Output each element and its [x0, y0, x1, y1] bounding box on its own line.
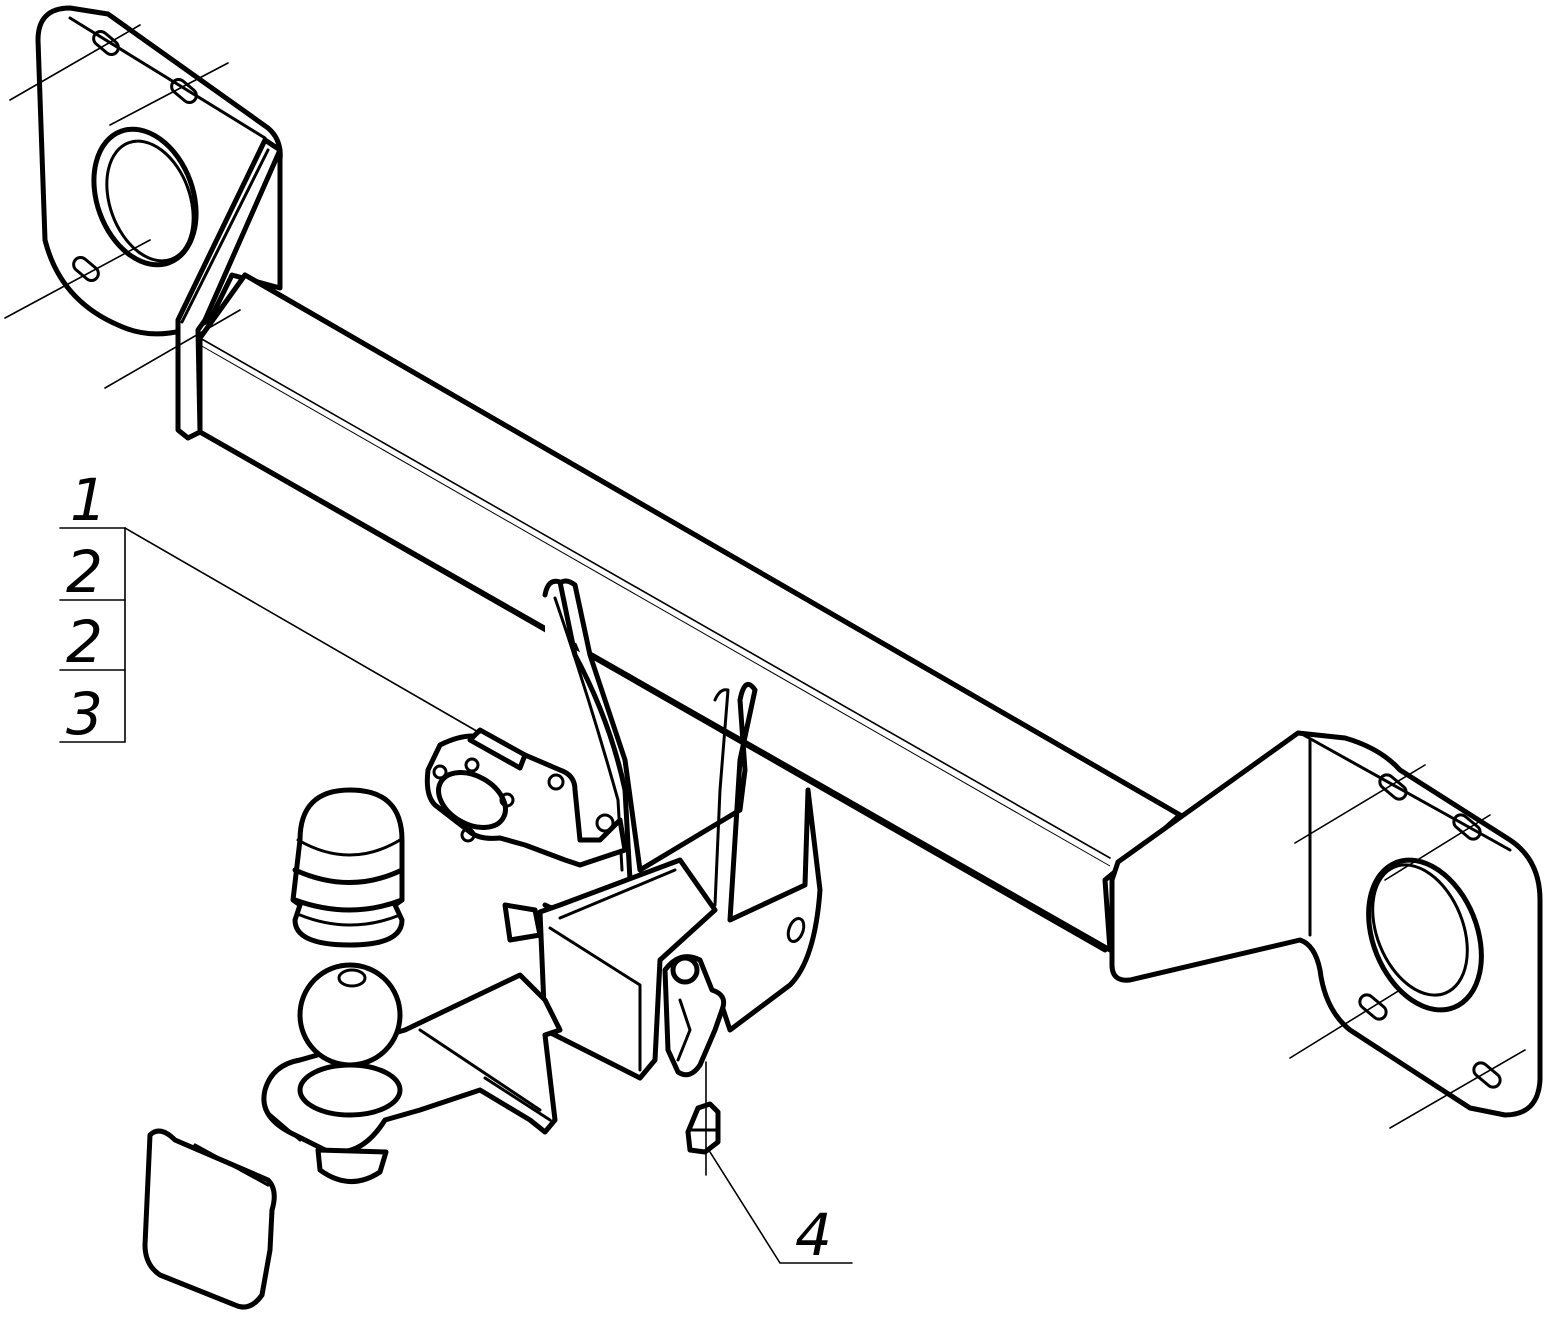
callout-bottom: 4: [795, 1201, 832, 1269]
left-mounting-plate: [35, 5, 283, 441]
callout-label-2a: 2: [66, 538, 103, 606]
socket-bracket: [424, 727, 628, 868]
leader-lines: [4, 24, 1526, 1264]
callout-label-2b: 2: [66, 608, 103, 676]
bolt: [685, 1101, 721, 1155]
callout-label-3: 3: [66, 680, 103, 748]
receiver-plug: [142, 1128, 277, 1310]
callout-label-4: 4: [795, 1201, 832, 1269]
ball-cover-cap: [290, 787, 405, 948]
tow-ball-assembly: [261, 962, 563, 1184]
right-mounting-plate: [1109, 730, 1543, 1118]
callout-label-1: 1: [70, 466, 107, 534]
callout-stack: 1 2 2 3: [59, 466, 126, 748]
